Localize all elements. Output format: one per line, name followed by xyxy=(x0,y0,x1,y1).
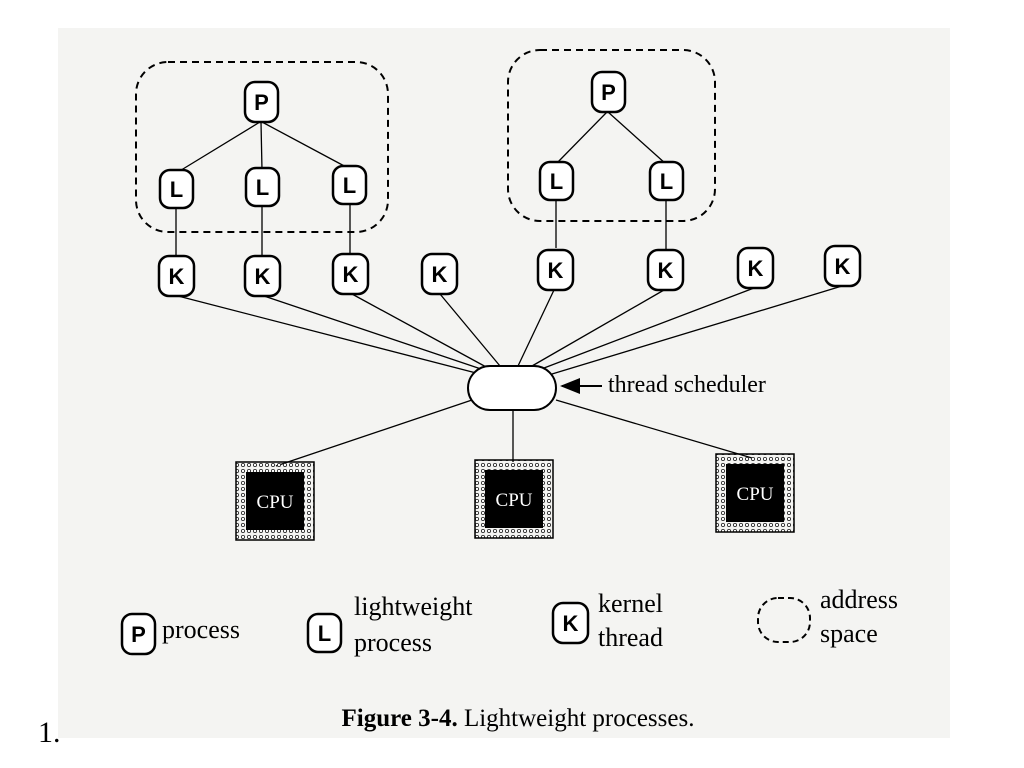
kernel-thread-node-8: K xyxy=(823,244,862,288)
legend-address-label-line2: space xyxy=(820,619,878,648)
lwp-node-1: L xyxy=(158,168,195,210)
legend-kernel-label-line2: thread xyxy=(598,623,663,652)
svg-text:K: K xyxy=(658,258,674,283)
kernel-thread-node-3: K xyxy=(331,252,370,296)
legend: P process L lightweight process K kernel… xyxy=(120,585,898,657)
lwp-node-4: L xyxy=(538,160,575,202)
kernel-thread-node-7: K xyxy=(736,246,775,290)
lwp-node-3: L xyxy=(331,164,368,206)
kernel-thread-node-5: K xyxy=(536,248,575,292)
slide-number: 1. xyxy=(38,716,61,749)
kernel-scheduler-edges xyxy=(177,285,843,375)
svg-text:K: K xyxy=(432,262,448,287)
address-space-2 xyxy=(507,49,716,222)
svg-text:P: P xyxy=(131,622,146,647)
svg-text:P: P xyxy=(254,90,269,115)
svg-text:K: K xyxy=(563,611,579,636)
scheduler-label: thread scheduler xyxy=(608,372,766,398)
legend-kernel-label-line1: kernel xyxy=(598,589,663,618)
scheduler-cpu-edges xyxy=(275,399,753,467)
svg-text:L: L xyxy=(343,173,356,198)
svg-text:L: L xyxy=(256,175,269,200)
legend-kernel-icon: K xyxy=(551,601,590,645)
thread-scheduler xyxy=(467,365,557,411)
process-tree-edges xyxy=(177,111,667,173)
svg-text:L: L xyxy=(660,169,673,194)
legend-process-label: process xyxy=(162,615,240,644)
svg-text:K: K xyxy=(835,254,851,279)
svg-text:K: K xyxy=(255,264,271,289)
svg-text:CPU: CPU xyxy=(737,484,774,505)
svg-text:L: L xyxy=(550,169,563,194)
legend-process-icon: P xyxy=(120,612,157,656)
svg-text:K: K xyxy=(169,264,185,289)
figure-caption-label: Figure 3-4. xyxy=(342,705,458,732)
address-space-1 xyxy=(135,61,389,233)
lwp-node-5: L xyxy=(648,160,685,202)
svg-text:K: K xyxy=(548,258,564,283)
lwp-node-2: L xyxy=(244,166,281,208)
process-node-1: P xyxy=(243,80,280,124)
svg-text:P: P xyxy=(601,80,616,105)
svg-text:CPU: CPU xyxy=(496,490,533,511)
kernel-thread-node-1: K xyxy=(157,254,196,298)
figure-caption: Figure 3-4. Lightweight processes. xyxy=(342,705,695,732)
legend-lwp-label-line2: process xyxy=(354,628,432,657)
kernel-thread-node-4: K xyxy=(420,252,459,296)
svg-text:K: K xyxy=(343,262,359,287)
legend-address-space-icon xyxy=(757,597,811,643)
cpu-chip-1: CPU xyxy=(235,461,315,541)
svg-text:K: K xyxy=(748,256,764,281)
svg-text:CPU: CPU xyxy=(257,492,294,513)
legend-lwp-label-line1: lightweight xyxy=(354,592,473,621)
process-node-2: P xyxy=(590,70,627,114)
lwp-kernel-edges xyxy=(175,200,667,256)
cpu-chip-3: CPU xyxy=(715,453,795,533)
legend-lwp-icon: L xyxy=(306,612,343,654)
kernel-thread-node-6: K xyxy=(646,248,685,292)
cpu-chip-2: CPU xyxy=(474,459,554,539)
figure-caption-text: Lightweight processes. xyxy=(458,705,695,732)
svg-text:L: L xyxy=(318,621,331,646)
kernel-thread-node-2: K xyxy=(243,254,282,298)
legend-address-label-line1: address xyxy=(820,585,898,614)
svg-text:L: L xyxy=(170,177,183,202)
